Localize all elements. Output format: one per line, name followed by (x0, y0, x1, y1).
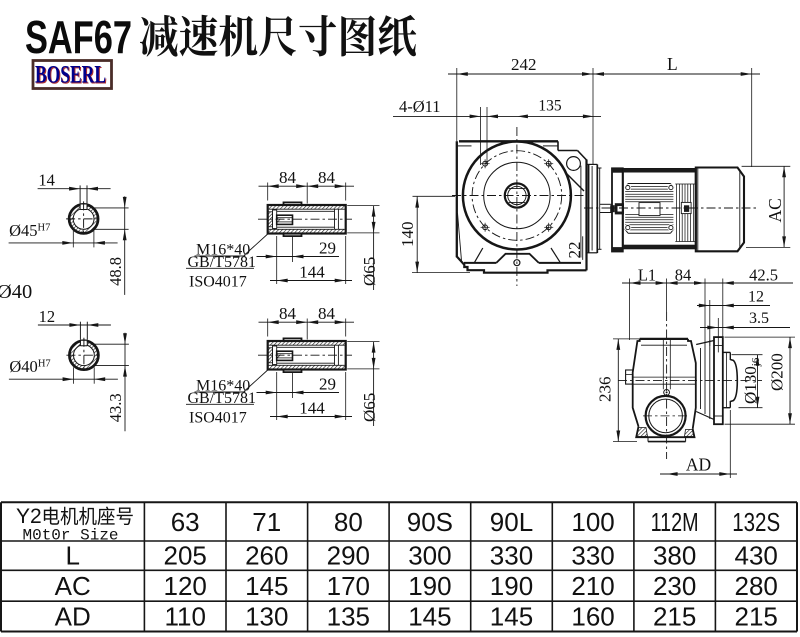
svg-text:300: 300 (408, 541, 451, 571)
svg-text:AD: AD (686, 455, 711, 475)
svg-text:130: 130 (245, 601, 288, 631)
svg-text:GB/T5781: GB/T5781 (188, 390, 256, 407)
svg-text:135: 135 (327, 601, 370, 631)
svg-text:112M: 112M (651, 507, 699, 537)
svg-text:84: 84 (279, 168, 297, 187)
svg-text:205: 205 (163, 541, 206, 571)
svg-text:215: 215 (735, 601, 778, 631)
svg-text:43.3: 43.3 (106, 393, 125, 422)
svg-text:210: 210 (571, 571, 614, 601)
svg-text:230: 230 (653, 571, 696, 601)
svg-text:380: 380 (653, 541, 696, 571)
svg-text:L: L (65, 541, 79, 571)
svg-text:42.5: 42.5 (749, 266, 778, 285)
svg-text:430: 430 (735, 541, 778, 571)
svg-text:160: 160 (571, 601, 614, 631)
svg-text:90S: 90S (407, 507, 453, 537)
svg-text:170: 170 (327, 571, 370, 601)
svg-text:29: 29 (319, 375, 336, 394)
svg-text:BOSERL: BOSERL (36, 63, 107, 90)
svg-text:4-Ø11: 4-Ø11 (399, 97, 441, 116)
svg-text:Ø200: Ø200 (768, 353, 787, 391)
svg-text:Ø130j6: Ø130j6 (741, 357, 762, 404)
svg-text:BOSERL: BOSERL (35, 62, 106, 89)
svg-text:14: 14 (38, 171, 55, 190)
svg-text:12: 12 (39, 307, 56, 326)
svg-text:135: 135 (538, 98, 562, 115)
svg-text:12: 12 (748, 289, 764, 306)
svg-text:AD: AD (55, 601, 91, 631)
svg-text:190: 190 (408, 571, 451, 601)
svg-text:84: 84 (279, 304, 297, 323)
svg-text:120: 120 (163, 571, 206, 601)
svg-text:M0t0r Size: M0t0r Size (23, 527, 119, 545)
svg-text:Y2: Y2 (16, 505, 42, 528)
svg-text:145: 145 (408, 601, 451, 631)
svg-text:110: 110 (164, 601, 205, 631)
svg-text:22: 22 (565, 242, 584, 259)
svg-text:L1: L1 (638, 266, 656, 285)
svg-text:GB/T5781: GB/T5781 (188, 254, 256, 271)
svg-text:330: 330 (571, 541, 614, 571)
svg-text:84: 84 (675, 266, 692, 285)
svg-text:144: 144 (299, 399, 325, 418)
svg-text:290: 290 (327, 541, 370, 571)
svg-text:80: 80 (334, 507, 363, 537)
svg-text:SAF67: SAF67 (25, 11, 132, 63)
svg-text:63: 63 (171, 507, 200, 537)
svg-text:242: 242 (511, 55, 537, 74)
svg-text:84: 84 (318, 168, 336, 187)
svg-text:M16*40: M16*40 (196, 242, 250, 259)
svg-text:Ø65: Ø65 (360, 257, 379, 286)
svg-text:AC: AC (55, 571, 91, 601)
svg-text:260: 260 (245, 541, 288, 571)
svg-text:215: 215 (653, 601, 696, 631)
svg-text:Ø65: Ø65 (360, 393, 379, 422)
svg-text:236: 236 (595, 377, 614, 403)
svg-text:84: 84 (318, 304, 336, 323)
svg-text:Ø40: Ø40 (0, 281, 32, 303)
svg-text:AC: AC (765, 198, 785, 222)
svg-text:29: 29 (319, 239, 336, 258)
svg-text:L: L (667, 54, 678, 74)
svg-text:145: 145 (490, 601, 533, 631)
svg-text:145: 145 (245, 571, 288, 601)
svg-text:90L: 90L (490, 507, 533, 537)
svg-text:280: 280 (735, 571, 778, 601)
svg-text:ISO4017: ISO4017 (189, 274, 247, 291)
svg-text:190: 190 (490, 571, 533, 601)
svg-text:100: 100 (571, 507, 614, 537)
svg-text:M16*40: M16*40 (196, 378, 250, 395)
svg-text:71: 71 (252, 507, 281, 537)
svg-text:132S: 132S (732, 507, 780, 537)
svg-text:144: 144 (299, 263, 325, 282)
svg-text:48.8: 48.8 (106, 257, 125, 286)
svg-text:140: 140 (398, 222, 417, 248)
svg-text:3.5: 3.5 (749, 310, 769, 327)
svg-text:330: 330 (490, 541, 533, 571)
svg-text:ISO4017: ISO4017 (189, 410, 247, 427)
